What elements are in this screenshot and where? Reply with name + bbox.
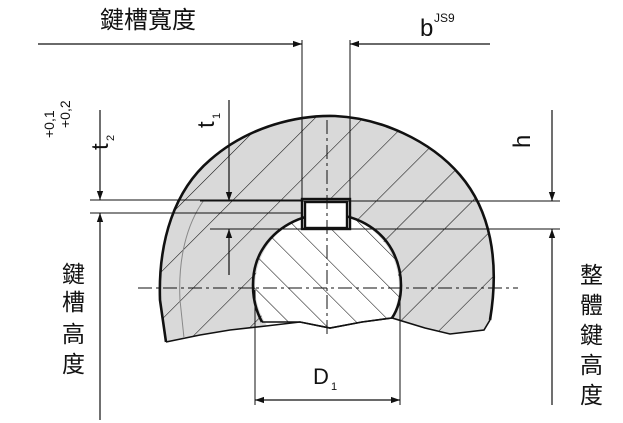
labels: 鍵槽寬度 b JS9 t 2 +0,1 +0,2 t 1 h D 1 鍵 槽 高… [41, 7, 603, 408]
h-label-group: h [509, 135, 536, 148]
t2-tolerance-lower: +0,2 [57, 100, 73, 128]
keyway-height-label: 鍵 槽 高 度 [62, 261, 85, 377]
svg-text:度: 度 [62, 351, 85, 377]
extension-lines [90, 40, 560, 405]
t1-label: t [193, 121, 220, 128]
t1-sub-label: 1 [211, 113, 223, 119]
t2-tolerance-upper: +0,1 [41, 110, 57, 138]
total-keyway-height-label: 整 體 鍵 高 度 [580, 262, 603, 408]
center-lines [138, 120, 518, 335]
dimension-lines [38, 40, 556, 420]
svg-text:體: 體 [580, 292, 603, 318]
svg-text:度: 度 [580, 382, 603, 408]
b-tolerance-label: JS9 [434, 11, 455, 25]
svg-text:高: 高 [580, 352, 603, 378]
t2-label: t [87, 143, 114, 150]
t2-sub-label: 2 [105, 135, 117, 141]
svg-text:槽: 槽 [62, 289, 85, 315]
d1-sub-label: 1 [331, 381, 337, 393]
d1-label: D [313, 364, 329, 389]
keyway-width-label: 鍵槽寬度 [100, 7, 196, 34]
key [303, 200, 349, 230]
b-label: b [420, 15, 433, 42]
h-label: h [509, 135, 536, 148]
hub-outline [158, 114, 496, 343]
svg-text:鍵: 鍵 [62, 261, 85, 287]
t1-label-group: t 1 [193, 113, 223, 128]
shaft-break-line [262, 317, 393, 329]
t2-label-group: t 2 +0,1 +0,2 [41, 100, 117, 150]
svg-text:鍵: 鍵 [580, 322, 603, 348]
hub-inner-grey-edge [179, 199, 205, 339]
svg-text:整: 整 [580, 262, 603, 288]
svg-text:高: 高 [62, 321, 85, 347]
